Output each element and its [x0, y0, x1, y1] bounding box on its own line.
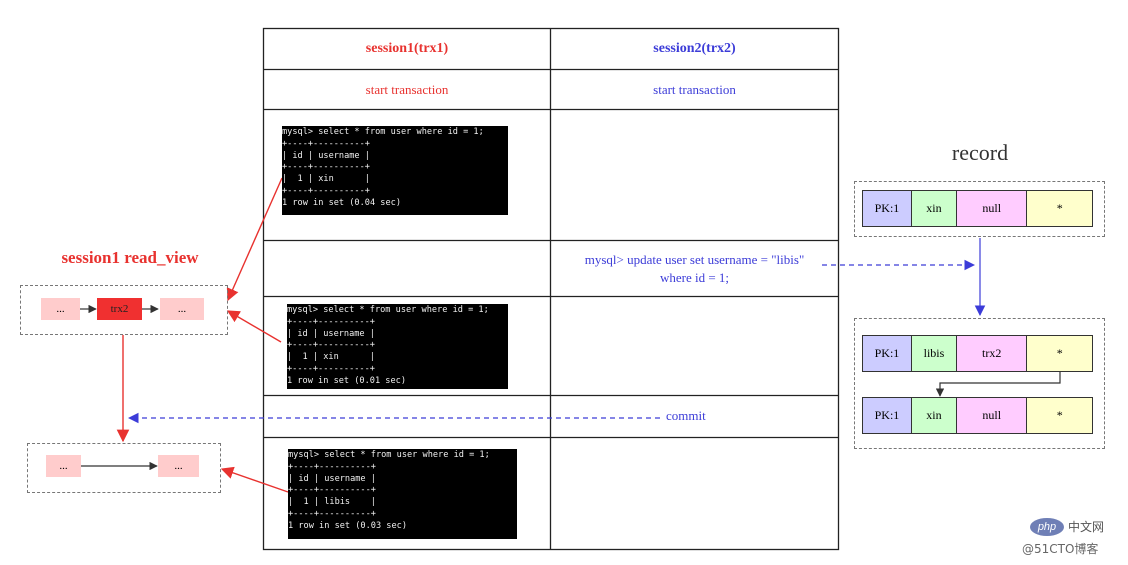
read-view-node: ...	[46, 455, 81, 477]
terminal-line: mysql> select * from user where id = 1;	[282, 127, 484, 137]
read-view-box-1	[20, 285, 228, 335]
arrow-select2-to-readview	[226, 310, 282, 343]
record-cell-trx: trx2	[956, 336, 1028, 371]
terminal-select-3: mysql> select * from user where id = 1;+…	[288, 449, 517, 539]
session2-update-statement: mysql> update user set username = "libis…	[551, 243, 838, 295]
record-cell-pk: PK:1	[863, 336, 912, 371]
update-line-1: mysql> update user set username = "libis…	[584, 252, 805, 267]
terminal-line: +----+----------+	[288, 485, 376, 496]
terminal-select-1: mysql> select * from user where id = 1;+…	[282, 126, 508, 215]
session2-start-transaction: start transaction	[653, 81, 736, 97]
arrow-select1-to-readview	[226, 177, 283, 302]
terminal-line: mysql> select * from user where id = 1;	[287, 305, 489, 315]
terminal-line: +----+----------+	[282, 162, 370, 173]
terminal-line: +----+----------+	[287, 316, 375, 327]
arrow-undo-chain	[935, 372, 1061, 397]
record-row-new: PK:1 libis trx2 *	[862, 335, 1093, 372]
record-cell-trx: null	[956, 398, 1028, 433]
terminal-line: +----+----------+	[282, 185, 370, 196]
record-cell-roll-ptr: *	[1027, 336, 1093, 371]
record-title: record	[951, 140, 1009, 165]
terminal-line: | id | username |	[287, 328, 375, 339]
terminal-line: +----+----------+	[287, 363, 375, 374]
terminal-line: | 1 | libis |	[288, 497, 376, 508]
terminal-line: +----+----------+	[288, 508, 376, 519]
watermark-handle: @51CTO博客	[1022, 542, 1099, 556]
transaction-table-grid	[262, 27, 840, 551]
terminal-line: | id | username |	[282, 150, 370, 161]
record-row-before: PK:1 xin null *	[862, 190, 1093, 227]
terminal-line: +----+----------+	[287, 340, 375, 351]
terminal-line: | id | username |	[288, 473, 376, 484]
record-cell-username: libis	[911, 336, 957, 371]
record-cell-pk: PK:1	[863, 191, 912, 226]
session2-commit: commit	[664, 404, 708, 428]
watermark-site: 中文网	[1068, 520, 1105, 534]
record-cell-pk: PK:1	[863, 398, 912, 433]
terminal-line: +----+----------+	[288, 461, 376, 472]
update-line-2: where id = 1;	[659, 270, 730, 285]
read-view-node: ...	[41, 298, 80, 320]
terminal-line: mysql> select * from user where id = 1;	[288, 450, 490, 460]
session1-header: session1(trx1)	[365, 41, 449, 56]
session2-header: session2(trx2)	[653, 41, 736, 56]
read-view-box-2	[27, 443, 221, 493]
record-box-before	[854, 181, 1105, 237]
read-view-node: ...	[160, 298, 204, 320]
terminal-line: 1 row in set (0.04 sec)	[282, 197, 401, 208]
record-cell-trx: null	[956, 191, 1028, 226]
arrow-select3-to-readview	[220, 466, 289, 493]
terminal-line: +----+----------+	[282, 138, 370, 149]
terminal-line: | 1 | xin |	[287, 352, 375, 363]
record-box-after	[854, 318, 1105, 449]
terminal-line: | 1 | xin |	[282, 174, 370, 185]
terminal-select-2: mysql> select * from user where id = 1;+…	[287, 304, 508, 389]
record-row-old: PK:1 xin null *	[862, 397, 1093, 434]
php-logo: php	[1030, 518, 1064, 536]
read-view-node: ...	[158, 455, 199, 477]
terminal-line: 1 row in set (0.01 sec)	[287, 375, 406, 386]
read-view-node-trx2: trx2	[97, 298, 142, 320]
record-cell-username: xin	[911, 191, 957, 226]
terminal-line: 1 row in set (0.03 sec)	[288, 520, 407, 531]
record-cell-roll-ptr: *	[1027, 191, 1093, 226]
read-view-title: session1 read_view	[61, 248, 199, 267]
session1-start-transaction: start transaction	[365, 81, 449, 97]
record-cell-username: xin	[911, 398, 957, 433]
record-cell-roll-ptr: *	[1027, 398, 1093, 433]
